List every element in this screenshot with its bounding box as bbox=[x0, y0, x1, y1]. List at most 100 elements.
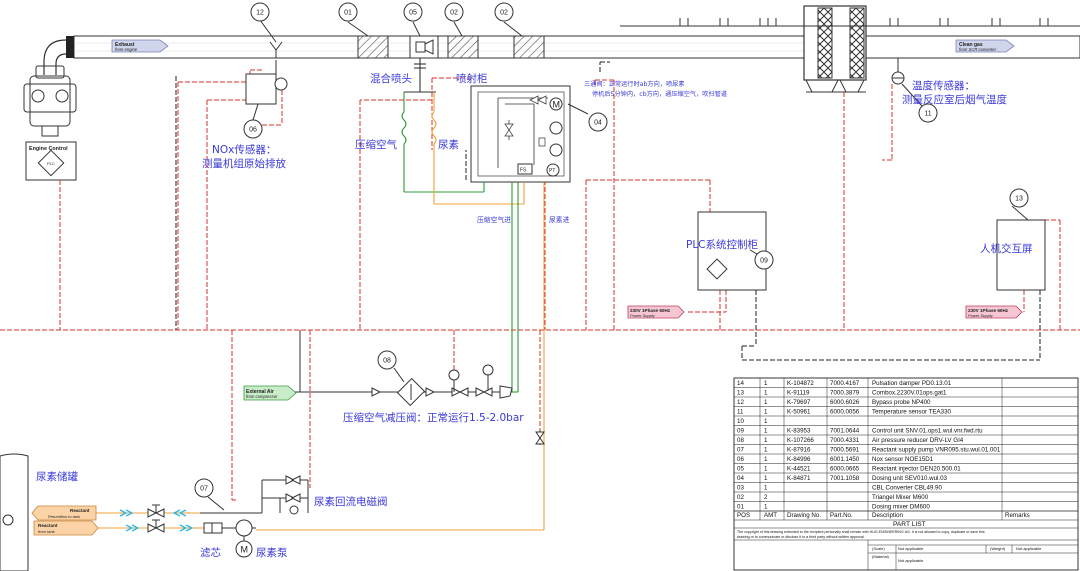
label-filter: 滤芯 bbox=[200, 546, 221, 559]
part-cell-drawing: K-84996 bbox=[787, 456, 811, 463]
part-cell-part: 6001.1450 bbox=[830, 456, 860, 463]
part-cell-pos: 11 bbox=[737, 409, 744, 416]
callouts bbox=[194, 2, 1029, 511]
part-cell-desc: Pulsation damper PD0.13.01 bbox=[872, 380, 952, 387]
part-cell-drawing: K-83953 bbox=[787, 428, 811, 435]
callout-05 bbox=[403, 2, 423, 22]
part-cell-desc: Nox sensor NOE15D1 bbox=[872, 456, 934, 463]
pt-mark: PT bbox=[549, 168, 555, 174]
part-cell-part: 7000.4167 bbox=[830, 380, 860, 387]
part-cell-drawing: K-107266 bbox=[787, 437, 814, 444]
part-cell-amt: 1 bbox=[764, 437, 768, 444]
part-cell-amt: 1 bbox=[764, 504, 768, 511]
part-cell-amt: 1 bbox=[764, 447, 768, 454]
engine-control-box: Engine Control PLC bbox=[25, 141, 77, 181]
part-list-title: PART LIST bbox=[893, 521, 926, 528]
part-cell-drawing: K-104872 bbox=[787, 380, 814, 387]
svg-text:from compressor: from compressor bbox=[246, 394, 278, 399]
part-cell-part: 7001.1058 bbox=[830, 475, 860, 482]
hdr-desc: Description bbox=[872, 512, 904, 519]
part-cell-part: 7000.5691 bbox=[830, 447, 860, 454]
air-line bbox=[290, 182, 519, 393]
part-cell-part: 7000.4331 bbox=[830, 437, 860, 444]
reducer-line bbox=[299, 330, 545, 445]
temperature-sensor bbox=[891, 58, 905, 85]
svg-text:from tank: from tank bbox=[38, 529, 56, 534]
mixer-01 bbox=[357, 35, 389, 59]
part-cell-pos: 06 bbox=[737, 456, 744, 463]
part-cell-amt: 1 bbox=[764, 475, 768, 482]
clean-gas-title: Clean gas bbox=[959, 42, 983, 48]
callout-02b bbox=[494, 2, 514, 22]
label-three-way-1: 三通阀：正常运行时ab方向，喷尿素 bbox=[584, 80, 685, 88]
svg-text:M: M bbox=[241, 545, 249, 555]
callout-01-text: 01 bbox=[344, 10, 352, 17]
part-cell-desc: Reactant supply pump VNR095.stu.wul.01.0… bbox=[872, 447, 1001, 454]
callout-04-text: 04 bbox=[594, 120, 602, 127]
fs-mark: FS bbox=[520, 168, 527, 174]
part-cell-part: 6000.6026 bbox=[830, 399, 860, 406]
label-nox-sensor-1: NOx传感器： bbox=[212, 143, 276, 156]
part-cell-desc: Reactant injector DEN20.500.01 bbox=[872, 466, 961, 473]
label-return-valve: 尿素回流电磁阀 bbox=[314, 495, 388, 508]
external-air-tag: External Air from compressor bbox=[243, 385, 297, 401]
tb-weight-value: Not applicable bbox=[1016, 546, 1042, 551]
urea-line bbox=[88, 182, 545, 531]
exhaust-title: Exhaust bbox=[115, 42, 135, 48]
callout-01 bbox=[338, 2, 358, 22]
part-cell-desc: Air pressure reducer DRV-LV GI4 bbox=[872, 437, 964, 444]
injection-cabinet: M FS PT bbox=[470, 85, 571, 183]
callout-12-text: 12 bbox=[256, 10, 264, 17]
callout-07 bbox=[194, 478, 214, 498]
svg-text:PLC: PLC bbox=[47, 161, 55, 166]
reactant-return-tag: Reactant Returnflow to tank bbox=[31, 505, 97, 521]
callout-12 bbox=[250, 2, 270, 22]
label-hmi: 人机交互屏 bbox=[980, 242, 1033, 255]
callout-09 bbox=[754, 250, 774, 270]
callout-02a bbox=[444, 2, 464, 22]
part-cell-desc: Combox.2230V.01ops.gat1 bbox=[872, 390, 947, 397]
label-air-inlet: 压缩空气进 bbox=[477, 215, 511, 224]
label-plc-cabinet: PLC系统控制柜 bbox=[686, 238, 758, 251]
label-compressed-air: 压缩空气 bbox=[355, 138, 397, 151]
label-injection-cabinet: 喷射柜 bbox=[456, 72, 488, 85]
callout-08 bbox=[377, 350, 397, 370]
hdr-pos: POS bbox=[737, 512, 750, 519]
urea-pump-module bbox=[147, 475, 309, 558]
copyright-1: The copyright of this drawing entrusted … bbox=[737, 530, 985, 534]
mixer-02a bbox=[447, 35, 479, 59]
engine-control-label: Engine Control bbox=[29, 146, 68, 152]
part-cell-drawing: K-79697 bbox=[787, 399, 811, 406]
power-supply-tag-1: 230V 1Phase 60Hz Power Supply bbox=[627, 305, 685, 319]
label-urea-pump: 尿素泵 bbox=[256, 546, 288, 559]
part-cell-pos: 07 bbox=[737, 447, 744, 454]
callout-04 bbox=[588, 112, 608, 132]
label-three-way-2: 停机后5分钟内，cb方向，通压缩空气，吹扫管道 bbox=[592, 90, 727, 98]
tb-scale-label: (Scale) bbox=[872, 546, 885, 551]
label-temp-sensor-1: 温度传感器： bbox=[912, 79, 975, 92]
label-urea: 尿素 bbox=[438, 138, 459, 151]
signal-wiring bbox=[0, 69, 1080, 501]
callout-08-text: 08 bbox=[383, 358, 391, 365]
part-cell-desc: Dosing mixer DM600 bbox=[872, 504, 930, 511]
hmi-screen bbox=[996, 219, 1046, 291]
part-cell-desc: Bypass probe NP400 bbox=[872, 399, 931, 406]
nox-sensor bbox=[245, 41, 288, 105]
part-cell-pos: 12 bbox=[737, 399, 744, 406]
callout-02a-text: 02 bbox=[450, 10, 458, 17]
part-cell-drawing: K-84871 bbox=[787, 475, 811, 482]
part-cell-desc: Temperature sensor TEA330 bbox=[872, 409, 952, 416]
part-cell-amt: 1 bbox=[764, 485, 768, 492]
part-cell-drawing: K-91119 bbox=[787, 390, 810, 397]
tb-material-label: (Material) bbox=[872, 554, 890, 559]
svg-text:Returnflow to tank: Returnflow to tank bbox=[48, 514, 81, 519]
bus-wiring bbox=[175, 61, 1041, 361]
callout-09-text: 09 bbox=[760, 258, 768, 265]
callout-11-text: 11 bbox=[924, 111, 931, 118]
part-cell-amt: 1 bbox=[764, 409, 768, 416]
hdr-amt: AMT bbox=[764, 512, 777, 519]
svg-text:Reactant: Reactant bbox=[70, 508, 90, 513]
svg-text:230V 1Phase 60Hz: 230V 1Phase 60Hz bbox=[968, 308, 1009, 313]
